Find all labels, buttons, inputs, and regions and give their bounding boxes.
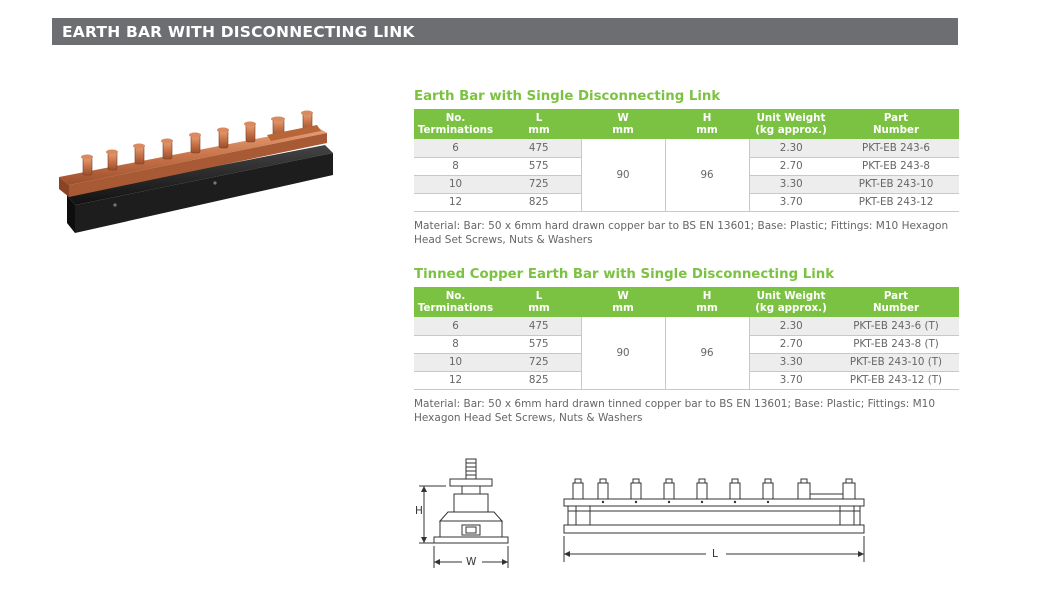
dim-label-l: L <box>712 548 718 560</box>
table-row: 10 725 3.30 PKT-EB 243-10 <box>414 175 959 194</box>
table1-title: Earth Bar with Single Disconnecting Link <box>414 89 721 104</box>
earth-bar-product-image <box>59 110 333 233</box>
col-unit-weight: Unit Weight(kg approx.) <box>749 109 833 139</box>
col-unit-weight: Unit Weight(kg approx.) <box>749 287 833 317</box>
section-banner: EARTH BAR WITH DISCONNECTING LINK <box>52 18 958 45</box>
banner-title: EARTH BAR WITH DISCONNECTING LINK <box>62 23 415 41</box>
dim-label-h: H <box>415 505 423 517</box>
table2-title: Tinned Copper Earth Bar with Single Disc… <box>414 267 835 282</box>
end-view-drawing <box>419 458 509 568</box>
table-row: 8 575 2.70 PKT-EB 243-8 (T) <box>414 335 959 354</box>
col-terminations: No.Terminations <box>414 287 497 317</box>
table-row: 6 475 90 96 2.30 PKT-EB 243-6 <box>414 139 959 212</box>
table-row: 10 725 3.30 PKT-EB 243-10 (T) <box>414 353 959 372</box>
table-row: 12 825 3.70 PKT-EB 243-12 (T) <box>414 371 959 390</box>
table1-material-note: Material: Bar: 50 x 6mm hard drawn coppe… <box>414 220 949 246</box>
table-row: 6 475 90 96 2.30 PKT-EB 243-6 (T) <box>414 317 959 390</box>
dim-label-w: W <box>466 556 477 568</box>
col-terminations: No.Terminations <box>414 109 497 139</box>
table2-material-note: Material: Bar: 50 x 6mm hard drawn tinne… <box>414 398 936 424</box>
side-view-drawing <box>563 478 865 562</box>
table-row: 8 575 2.70 PKT-EB 243-8 <box>414 157 959 176</box>
table-row: 12 825 3.70 PKT-EB 243-12 <box>414 193 959 212</box>
